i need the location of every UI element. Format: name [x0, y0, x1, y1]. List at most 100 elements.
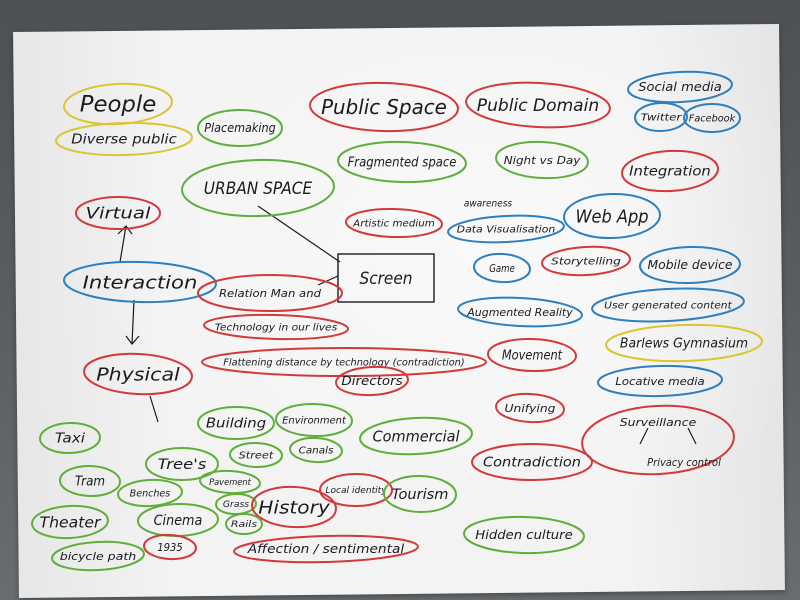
bubble-outline: [275, 402, 353, 438]
bubble-night-vs-day: Night vs Day: [495, 140, 589, 180]
bubble-outline: [495, 392, 565, 424]
label-virtual: Virtual: [86, 204, 151, 223]
bubble-outline: [319, 473, 393, 507]
bubble-outline: [495, 140, 589, 180]
label-mobile-device: Mobile device: [648, 258, 733, 272]
bubble-physical: Physical: [83, 352, 193, 396]
bubble-outline: [83, 352, 193, 396]
label-year-1935: 1935: [157, 541, 183, 554]
bubble-building: Building: [197, 406, 275, 440]
label-placemaking: Placemaking: [204, 121, 276, 135]
bubble-outline: [383, 474, 457, 514]
bubble-outline: [251, 485, 337, 529]
label-twitter: Twitter: [641, 113, 683, 124]
bubble-outline: [75, 196, 161, 230]
bubble-web-app: Web App: [563, 192, 661, 240]
bubble-outline: [359, 416, 473, 456]
bubble-hidden-culture: Hidden culture: [463, 515, 585, 555]
bubble-outline: [31, 504, 109, 540]
label-barlews-gymnasium: Barlews Gymnasium: [620, 337, 748, 352]
label-bicycle-path: bicycle path: [60, 550, 137, 563]
bubble-placemaking: Placemaking: [197, 109, 283, 147]
connector-physical-trees: [149, 395, 159, 423]
bubble-outline: [605, 323, 763, 363]
bubble-outline: [55, 121, 193, 157]
connector-interaction-virtual: [119, 225, 127, 263]
bubble-flattening-distance: Flattening distance by technology (contr…: [201, 347, 487, 377]
bubble-game: Game: [473, 252, 531, 284]
bubble-public-domain: Public Domain: [465, 81, 611, 129]
bubble-outline: [683, 103, 741, 133]
bubble-user-generated-content: User generated content: [591, 287, 745, 323]
bubble-outline: [145, 447, 219, 481]
label-canals: Canals: [299, 446, 334, 457]
label-movement: Movement: [502, 349, 563, 364]
label-artistic-medium: Artistic medium: [352, 219, 435, 230]
bubble-theater: Theater: [31, 504, 109, 540]
bubble-outline: [197, 406, 275, 440]
label-privacy-control: Privacy control: [647, 456, 721, 469]
bubble-outline: [465, 81, 611, 129]
bubble-data-visualisation: Data Visualisation: [447, 214, 565, 244]
label-unifying: Unifying: [504, 402, 555, 415]
bubble-outline: [63, 260, 217, 304]
bubble-barlews-gymnasium: Barlews Gymnasium: [605, 323, 763, 363]
bubble-outline: [471, 443, 593, 481]
label-local-identity: Local identity: [325, 486, 386, 496]
bubble-grass: Grass: [215, 492, 257, 516]
bubble-local-identity: Local identity: [319, 473, 393, 507]
bubble-relation-man-and: Relation Man and: [197, 274, 343, 312]
bubble-outline: [51, 540, 145, 572]
label-user-generated-content: User generated content: [604, 301, 732, 312]
label-integration: Integration: [629, 165, 711, 180]
bubble-pavement: Pavement: [199, 469, 261, 495]
label-facebook: Facebook: [689, 114, 736, 125]
bubble-integration: Integration: [621, 149, 719, 193]
bubble-diverse-public: Diverse public: [55, 121, 193, 157]
bubble-technology-in-our-lives: Technology in our lives: [203, 313, 349, 341]
bubble-people: People: [63, 82, 173, 126]
bubble-directors: Directors: [335, 365, 409, 397]
label-hidden-culture: Hidden culture: [475, 528, 573, 542]
bubble-locative-media: Locative media: [597, 364, 723, 398]
label-tram: Tram: [75, 475, 105, 490]
bubble-urban-space: URBAN SPACE: [181, 158, 335, 218]
connector-surveillance-left: [639, 427, 649, 445]
label-technology-in-our-lives: Technology in our lives: [215, 323, 338, 334]
bubble-bicycle-path: bicycle path: [51, 540, 145, 572]
bubble-outline: [289, 436, 343, 464]
label-augmented-reality: Augmented Reality: [466, 306, 573, 319]
label-diverse-public: Diverse public: [71, 133, 177, 148]
label-cinema: Cinema: [154, 513, 203, 529]
bubble-outline: [117, 478, 183, 508]
bubble-social-media: Social media: [627, 70, 733, 104]
bubble-outline: [473, 252, 531, 284]
bubble-outline: [639, 245, 741, 285]
label-directors: Directors: [341, 374, 403, 388]
bubble-street: Street: [229, 441, 283, 469]
bubble-contradiction: Contradiction: [471, 443, 593, 481]
label-urban-space: URBAN SPACE: [204, 179, 313, 199]
bubble-benches: Benches: [117, 478, 183, 508]
bubble-outline: [345, 207, 443, 239]
bubble-outline: [541, 245, 631, 277]
arrowhead-physical: [125, 335, 140, 345]
label-street: Street: [239, 451, 274, 462]
bubble-outline: [337, 140, 467, 184]
label-awareness: awareness: [464, 199, 513, 210]
label-storytelling: Storytelling: [551, 257, 621, 268]
bubble-outline: [627, 70, 733, 104]
label-flattening-distance: Flattening distance by technology (contr…: [223, 358, 464, 369]
bubble-trees: Tree's: [145, 447, 219, 481]
connector-interaction-physical: [131, 299, 135, 345]
label-surveillance: Surveillance: [620, 416, 697, 429]
bubble-tram: Tram: [59, 464, 121, 498]
bubble-outline: [225, 513, 263, 535]
bubble-outline: [39, 421, 101, 455]
bubble-outline: [201, 347, 487, 377]
label-data-visualisation: Data Visualisation: [457, 225, 556, 236]
label-trees: Tree's: [158, 457, 207, 473]
bubble-outline: [487, 337, 577, 373]
label-physical: Physical: [96, 364, 180, 385]
bubble-mobile-device: Mobile device: [639, 245, 741, 285]
